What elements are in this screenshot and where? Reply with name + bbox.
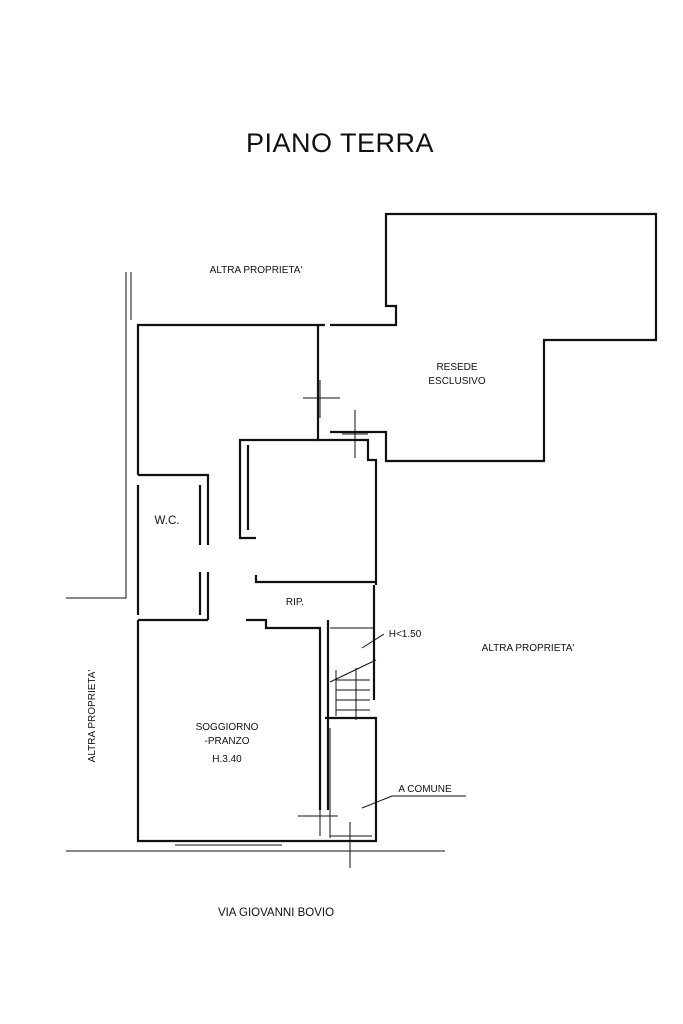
label-pranzo: -PRANZO [205,736,250,747]
label-rip: RIP. [286,597,304,608]
label-esclusivo: ESCLUSIVO [428,376,485,387]
resede-boundary [330,212,658,463]
label-a-comune: A COMUNE [398,784,452,795]
label-street: VIA GIOVANNI BOVIO [218,907,334,919]
label-height-stair: H<1.50 [389,629,422,640]
label-altra-proprieta-top: ALTRA PROPRIETA' [210,265,303,276]
label-altra-proprieta-left: ALTRA PROPRIETA' [87,670,98,763]
building-walls [136,323,378,846]
neighbour-boundary-lines [66,272,445,852]
label-room-height: H.3.40 [212,754,242,765]
stair-treads [329,659,377,720]
leader-lines [361,633,466,809]
label-resede: RESEDE [436,362,477,373]
plan-title: PIANO TERRA [246,128,434,158]
label-soggiorno: SOGGIORNO [196,722,259,733]
label-wc: W.C. [155,515,180,527]
cross-markers [298,380,372,868]
label-altra-proprieta-right: ALTRA PROPRIETA' [482,643,575,654]
